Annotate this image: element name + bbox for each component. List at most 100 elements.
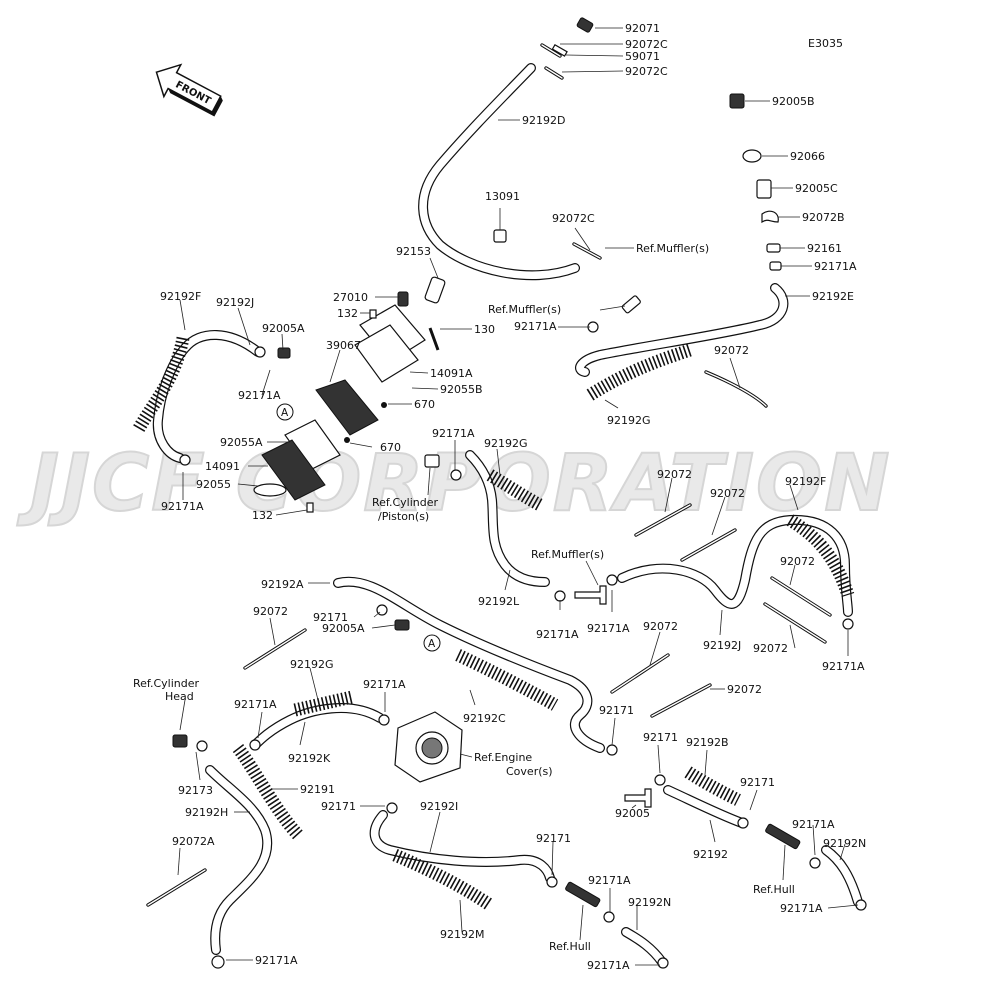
bolt-670-lower	[344, 437, 350, 443]
label-92171: 92171	[643, 731, 678, 744]
label-92192G: 92192G	[484, 437, 528, 450]
callout-labels: 92071 92072C 59071 92072C 92192D 92005B …	[133, 22, 866, 972]
label-ref-engine-cover: Ref.Engine	[474, 751, 532, 764]
label-27010: 27010	[333, 291, 368, 304]
muffler-nozzle	[621, 295, 641, 314]
clamp-92171A-bottom	[211, 955, 225, 969]
bracket-13091	[493, 229, 507, 243]
small-parts	[172, 17, 867, 969]
label-ref-hull: Ref.Hull	[753, 883, 795, 896]
label-92055B: 92055B	[440, 383, 483, 396]
front-arrow-icon: FRONT	[155, 63, 223, 117]
sensor-92153	[424, 276, 446, 304]
label-92171A: 92171A	[588, 874, 631, 887]
label-92072: 92072	[253, 605, 288, 618]
clamp-92171A-hull1	[809, 857, 821, 869]
bolt-670-upper	[381, 402, 387, 408]
label-59071: 59071	[625, 50, 660, 63]
label-ref-muffler: Ref.Muffler(s)	[531, 548, 604, 561]
label-14091: 14091	[205, 460, 240, 473]
label-92171A: 92171A	[432, 427, 475, 440]
label-92192B: 92192B	[686, 736, 729, 749]
cap-92005C	[756, 179, 772, 199]
label-92005B: 92005B	[772, 95, 815, 108]
fitting-92071	[576, 17, 594, 33]
label-130: 130	[474, 323, 495, 336]
label-92072: 92072	[727, 683, 762, 696]
diagram-code: E3035	[808, 37, 843, 50]
clamp-92171A-n2	[657, 957, 669, 969]
label-92171A: 92171A	[363, 678, 406, 691]
clamp-92171A-engine	[378, 714, 390, 726]
clamp-92171-e	[737, 817, 749, 829]
label-ref-hull: Ref.Hull	[549, 940, 591, 953]
smooth-hoses	[152, 63, 863, 967]
hull-fitting-middle	[565, 881, 601, 908]
label-92171A: 92171A	[536, 628, 579, 641]
plate-14091	[261, 439, 326, 501]
label-92055: 92055	[196, 478, 231, 491]
gasket-92055B	[354, 324, 419, 383]
label-92005A: 92005A	[262, 322, 305, 335]
label-92173: 92173	[178, 784, 213, 797]
clip-92072B	[761, 210, 779, 224]
label-92171A: 92171A	[514, 320, 557, 333]
label-92072: 92072	[657, 468, 692, 481]
coil-92192F-left	[132, 336, 190, 434]
clamp-92171-f	[546, 876, 558, 888]
bolt-132-top	[369, 309, 377, 319]
label-92071: 92071	[625, 22, 660, 35]
label-92171A: 92171A	[814, 260, 857, 273]
label-92171A: 92171A	[780, 902, 823, 915]
label-ref-muffler: Ref.Muffler(s)	[488, 303, 561, 316]
label-92192D: 92192D	[522, 114, 565, 127]
label-92072A: 92072A	[172, 835, 215, 848]
sensor-27010	[397, 291, 409, 307]
coiled-hoses	[132, 336, 855, 911]
label-92192L: 92192L	[478, 595, 520, 608]
marker-a-lower: A	[423, 634, 441, 652]
clip-92161	[766, 243, 781, 253]
coil-92192G-lower	[293, 690, 354, 717]
clamp-92171A-hull2	[603, 911, 615, 923]
coil-92192M	[392, 849, 494, 911]
clamp-92171A	[769, 261, 782, 271]
label-92072: 92072	[753, 642, 788, 655]
marker-a-upper: A	[276, 403, 294, 421]
label-92072C: 92072C	[552, 212, 595, 225]
label-92192G: 92192G	[290, 658, 334, 671]
fitting-92005A-lower	[394, 619, 410, 631]
label-92192G: 92192G	[607, 414, 651, 427]
clamp-92171A-left	[179, 454, 191, 466]
label-92192J: 92192J	[216, 296, 254, 309]
label-ref-cylinder-piston-2: /Piston(s)	[378, 510, 429, 523]
label-92192: 92192	[693, 848, 728, 861]
label-92171: 92171	[599, 704, 634, 717]
hose-92192I	[369, 810, 555, 883]
label-92192N: 92192N	[823, 837, 866, 850]
label-92171A: 92171A	[792, 818, 835, 831]
label-92171A: 92171A	[587, 622, 630, 635]
coil-92192G-middle	[486, 469, 544, 511]
label-92192N: 92192N	[628, 896, 671, 909]
o-ring-92055	[253, 483, 287, 497]
watermark: JJCF CORPORATION	[16, 438, 891, 530]
label-132: 132	[252, 509, 273, 522]
label-92072C: 92072C	[625, 65, 668, 78]
fitting-cylinder-piston	[424, 454, 440, 468]
label-92192F: 92192F	[785, 475, 826, 488]
tee-fitting-muffler	[574, 585, 607, 605]
label-13091: 13091	[485, 190, 520, 203]
label-92005C: 92005C	[795, 182, 838, 195]
label-ref-cylinder-head: Ref.Cylinder	[133, 677, 200, 690]
bolt-130	[428, 327, 440, 351]
label-92072: 92072	[643, 620, 678, 633]
fitting-59071	[551, 43, 568, 57]
label-92171A: 92171A	[234, 698, 277, 711]
label-92072C: 92072C	[625, 38, 668, 51]
label-ref-cylinder-piston: Ref.Cylinder	[372, 496, 439, 509]
coil-92192G-upper	[586, 343, 693, 401]
label-92072: 92072	[780, 555, 815, 568]
clamp-92171A-k	[249, 739, 261, 751]
